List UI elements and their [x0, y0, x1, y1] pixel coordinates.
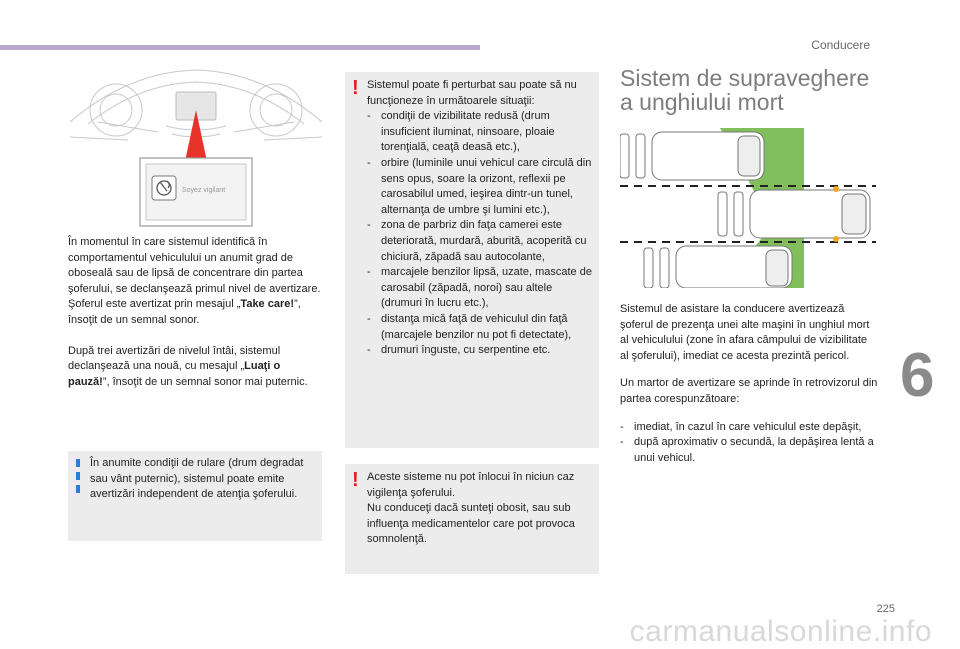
warning-conditions-list: imediat, în cazul în care vehiculul este… [620, 420, 878, 467]
paragraph-mirror-light: Un martor de avertizare se aprinde în re… [620, 377, 878, 405]
section-title: Conducere [811, 38, 870, 52]
list-item: condiţii de vizibilitate redusă (drum in… [367, 109, 593, 156]
header-accent-bar [0, 45, 480, 50]
paragraph-first-level: În momentul în care sistemul identifică … [68, 236, 321, 295]
chapter-number: 6 [900, 341, 935, 410]
screen-message: Soyez vigilant [182, 187, 225, 194]
warning-box-limitations: ! Sistemul poate fi perturbat sau poate … [345, 72, 599, 448]
paragraph-take-break: După trei avertizări de nivelul întâi, s… [68, 344, 308, 388]
warning-vigilance-text: Aceste sisteme nu pot înlocui în niciun … [367, 471, 575, 546]
vehicle-bottom [643, 245, 793, 288]
list-item: după aproximativ o secundă, la depăşirea… [620, 435, 878, 466]
info-text: În anumite condiţii de rulare (drum degr… [90, 457, 304, 501]
paragraph-take-care: Şoferul este avertizat prin mesajul „Tak… [68, 298, 301, 326]
info-box: În anumite condiţii de rulare (drum degr… [68, 451, 322, 541]
steering-hands-icon [156, 180, 172, 196]
list-item: zona de parbriz din faţa camerei este de… [367, 218, 593, 265]
blind-spot-figure [620, 128, 876, 288]
watermark: carmanualsonline.info [629, 615, 932, 648]
blind-spot-description: Sistemul de asistare la conducere averti… [620, 302, 878, 466]
section-heading: Sistem de supraveghere a unghiului mort [620, 65, 870, 115]
warning-box-vigilance: ! Aceste sisteme nu pot înlocui în niciu… [345, 464, 599, 574]
list-item: imediat, în cazul în care vehiculul este… [620, 420, 878, 436]
warning-icon: ! [352, 77, 359, 99]
list-item: drumuri înguste, cu serpentine etc. [367, 343, 593, 359]
driver-attention-text: În momentul în care sistemul identifică … [68, 235, 324, 390]
dashboard-figure: Soyez vigilant [69, 69, 323, 227]
vehicle-top [620, 131, 765, 181]
list-item: marcajele benzilor lipsă, uzate, mascate… [367, 265, 593, 312]
vehicle-own [717, 189, 871, 239]
list-item: orbire (luminile unui vehicul care circu… [367, 156, 593, 218]
limitations-list: condiţii de vizibilitate redusă (drum in… [367, 109, 593, 359]
paragraph-blind-spot: Sistemul de asistare la conducere averti… [620, 303, 870, 362]
page-number: 225 [876, 603, 895, 615]
warning-icon: ! [352, 469, 359, 491]
info-icon [76, 459, 84, 493]
list-item: distanţa mică faţă de vehiculul din faţă… [367, 312, 593, 343]
warning-intro: Sistemul poate fi perturbat sau poate să… [367, 79, 577, 107]
